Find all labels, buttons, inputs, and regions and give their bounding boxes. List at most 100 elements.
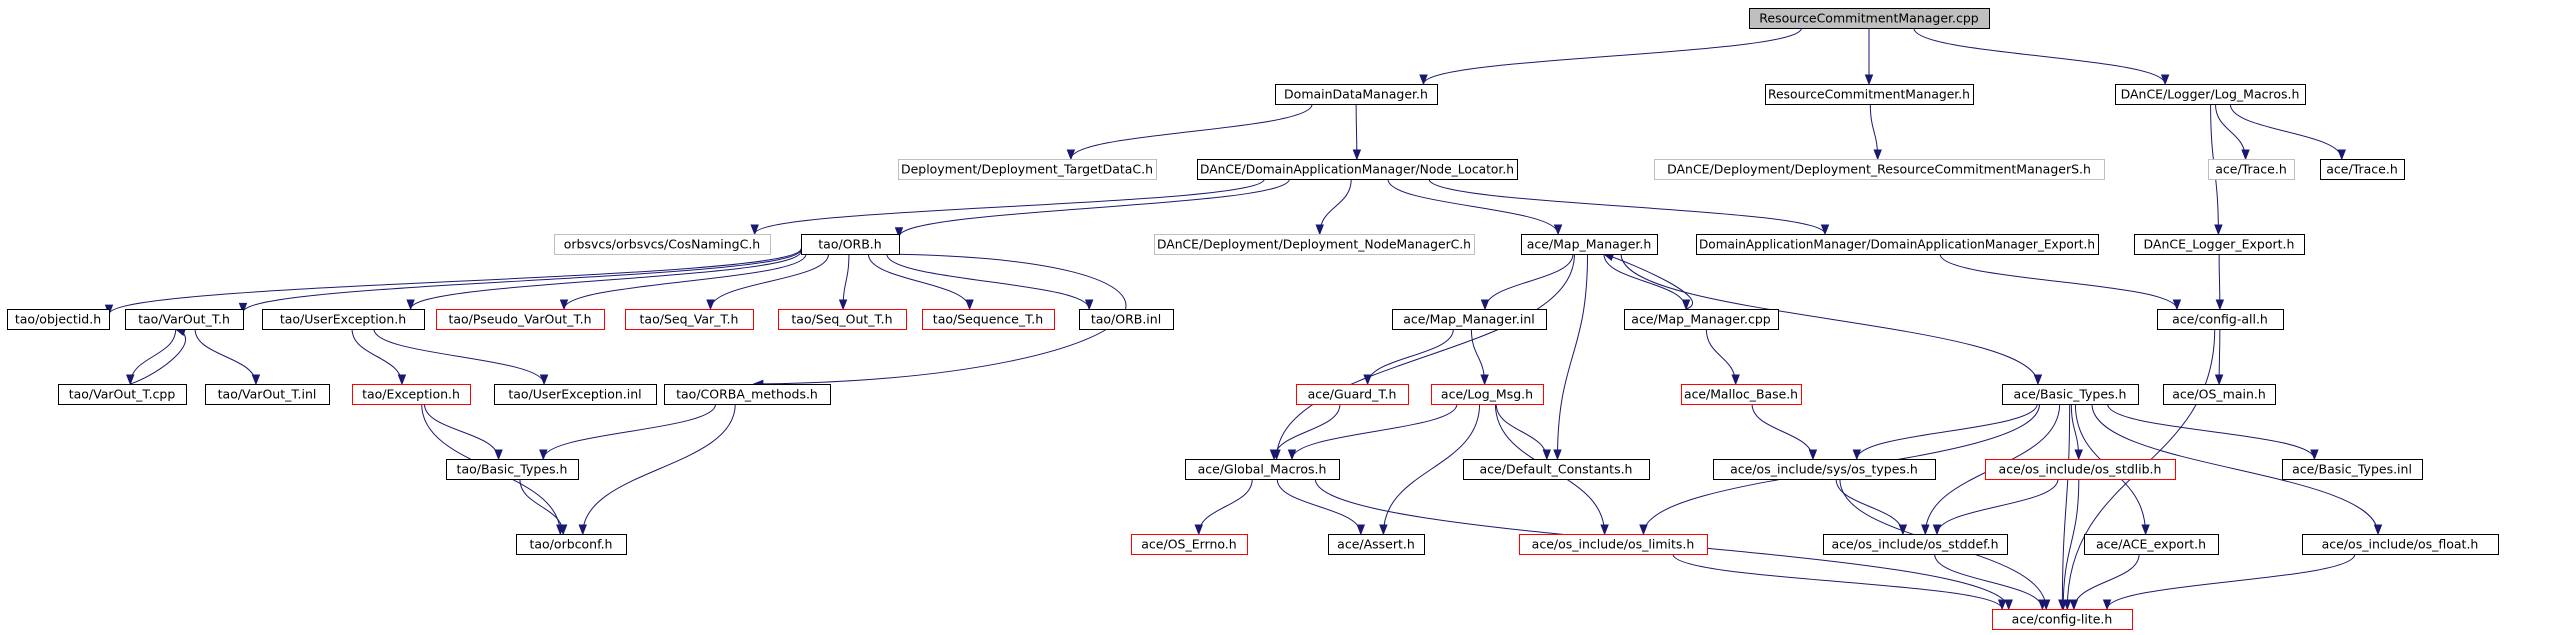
node-box[interactable] bbox=[2163, 384, 2276, 405]
node-sequence-t[interactable]: tao/Sequence_T.h bbox=[922, 309, 1055, 330]
node-box[interactable] bbox=[516, 534, 627, 555]
node-box[interactable] bbox=[1521, 234, 1658, 255]
node-guard-t[interactable]: ace/Guard_T.h bbox=[1296, 384, 1409, 405]
node-box[interactable] bbox=[446, 459, 579, 480]
node-tao-basic-types[interactable]: tao/Basic_Types.h bbox=[446, 459, 579, 480]
node-box[interactable] bbox=[2115, 84, 2306, 105]
node-box[interactable] bbox=[352, 384, 471, 405]
node-varout-cpp[interactable]: tao/VarOut_T.cpp bbox=[58, 384, 187, 405]
node-userexc-inl[interactable]: tao/UserException.inl bbox=[494, 384, 657, 405]
node-os-stddef[interactable]: ace/os_include/os_stddef.h bbox=[1823, 534, 2008, 555]
node-rcm-h[interactable]: ResourceCommitmentManager.h bbox=[1765, 84, 1974, 105]
node-ace-trace[interactable]: ace/Trace.h bbox=[2320, 159, 2405, 180]
node-assert-h[interactable]: ace/Assert.h bbox=[1328, 534, 1425, 555]
node-box[interactable] bbox=[1765, 84, 1974, 105]
node-node-locator[interactable]: DAnCE/DomainApplicationManager/Node_Loca… bbox=[1197, 159, 1518, 180]
node-box[interactable] bbox=[262, 309, 425, 330]
node-box[interactable] bbox=[1154, 234, 1475, 255]
node-box[interactable] bbox=[898, 159, 1157, 180]
node-default-constants[interactable]: ace/Default_Constants.h bbox=[1463, 459, 1650, 480]
node-os-errno[interactable]: ace/OS_Errno.h bbox=[1131, 534, 1248, 555]
node-box[interactable] bbox=[1431, 384, 1544, 405]
node-box[interactable] bbox=[2084, 534, 2219, 555]
node-varout-h[interactable]: tao/VarOut_T.h bbox=[125, 309, 244, 330]
node-varout-inl[interactable]: tao/VarOut_T.inl bbox=[205, 384, 330, 405]
node-os-limits[interactable]: ace/os_include/os_limits.h bbox=[1519, 534, 1708, 555]
node-objectid[interactable]: tao/objectid.h bbox=[7, 309, 110, 330]
node-ddm-h[interactable]: DomainDataManager.h bbox=[1275, 84, 1438, 105]
node-orbconf[interactable]: tao/orbconf.h bbox=[516, 534, 627, 555]
node-os-main[interactable]: ace/OS_main.h bbox=[2163, 384, 2276, 405]
node-box[interactable] bbox=[1328, 534, 1425, 555]
node-box[interactable] bbox=[58, 384, 187, 405]
node-rcm-cpp[interactable]: ResourceCommitmentManager.cpp bbox=[1749, 8, 1990, 29]
node-map-manager-h[interactable]: ace/Map_Manager.h bbox=[1521, 234, 1658, 255]
node-userexc-h[interactable]: tao/UserException.h bbox=[262, 309, 425, 330]
node-target-datac[interactable]: Deployment/Deployment_TargetDataC.h bbox=[898, 159, 1157, 180]
node-box[interactable] bbox=[664, 384, 831, 405]
node-box[interactable] bbox=[2208, 159, 2295, 180]
node-box[interactable] bbox=[494, 384, 657, 405]
node-map-manager-inl[interactable]: ace/Map_Manager.inl bbox=[1392, 309, 1547, 330]
node-box[interactable] bbox=[1197, 159, 1518, 180]
node-os-float[interactable]: ace/os_include/os_float.h bbox=[2302, 534, 2499, 555]
node-dam-export[interactable]: DomainApplicationManager/DomainApplicati… bbox=[1696, 234, 2099, 255]
node-box[interactable] bbox=[2002, 384, 2139, 405]
node-box[interactable] bbox=[2302, 534, 2499, 555]
node-log-macros[interactable]: DAnCE/Logger/Log_Macros.h bbox=[2115, 84, 2306, 105]
node-basic-types-ace[interactable]: ace/Basic_Types.h bbox=[2002, 384, 2139, 405]
node-box[interactable] bbox=[1713, 459, 1936, 480]
node-config-all[interactable]: ace/config-all.h bbox=[2157, 309, 2284, 330]
node-tao-orb[interactable]: tao/ORB.h bbox=[801, 234, 900, 255]
node-box[interactable] bbox=[1749, 8, 1990, 29]
node-box[interactable] bbox=[1681, 384, 1802, 405]
node-box[interactable] bbox=[1392, 309, 1547, 330]
node-box[interactable] bbox=[625, 309, 754, 330]
node-rcm-s[interactable]: DAnCE/Deployment/Deployment_ResourceComm… bbox=[1654, 159, 2105, 180]
node-orb-inl[interactable]: tao/ORB.inl bbox=[1079, 309, 1174, 330]
node-basic-types-inl[interactable]: ace/Basic_Types.inl bbox=[2282, 459, 2423, 480]
node-nodemanagerc[interactable]: DAnCE/Deployment/Deployment_NodeManagerC… bbox=[1154, 234, 1475, 255]
node-seq-var[interactable]: tao/Seq_Var_T.h bbox=[625, 309, 754, 330]
node-sys-types[interactable]: ace/os_include/sys/os_types.h bbox=[1713, 459, 1936, 480]
node-box[interactable] bbox=[778, 309, 907, 330]
node-ace-trace-gray[interactable]: ace/Trace.h bbox=[2208, 159, 2295, 180]
node-seq-out[interactable]: tao/Seq_Out_T.h bbox=[778, 309, 907, 330]
node-os-stdlib[interactable]: ace/os_include/os_stdlib.h bbox=[1985, 459, 2176, 480]
node-box[interactable] bbox=[1131, 534, 1248, 555]
node-cosnaming[interactable]: orbsvcs/orbsvcs/CosNamingC.h bbox=[554, 234, 771, 255]
node-box[interactable] bbox=[7, 309, 110, 330]
node-box[interactable] bbox=[205, 384, 330, 405]
node-box[interactable] bbox=[2282, 459, 2423, 480]
node-box[interactable] bbox=[1823, 534, 2008, 555]
node-box[interactable] bbox=[125, 309, 244, 330]
node-box[interactable] bbox=[1624, 309, 1779, 330]
node-pseudo-varout[interactable]: tao/Pseudo_VarOut_T.h bbox=[436, 309, 605, 330]
node-exception-h[interactable]: tao/Exception.h bbox=[352, 384, 471, 405]
node-logger-export[interactable]: DAnCE_Logger_Export.h bbox=[2134, 234, 2305, 255]
node-config-lite[interactable]: ace/config-lite.h bbox=[1992, 609, 2133, 630]
node-box[interactable] bbox=[1079, 309, 1174, 330]
node-box[interactable] bbox=[1985, 459, 2176, 480]
node-box[interactable] bbox=[1185, 459, 1340, 480]
node-box[interactable] bbox=[1696, 234, 2099, 255]
node-corba-methods[interactable]: tao/CORBA_methods.h bbox=[664, 384, 831, 405]
node-box[interactable] bbox=[1275, 84, 1438, 105]
node-box[interactable] bbox=[436, 309, 605, 330]
node-box[interactable] bbox=[2157, 309, 2284, 330]
node-box[interactable] bbox=[922, 309, 1055, 330]
node-box[interactable] bbox=[1463, 459, 1650, 480]
node-box[interactable] bbox=[1654, 159, 2105, 180]
node-box[interactable] bbox=[554, 234, 771, 255]
node-box[interactable] bbox=[801, 234, 900, 255]
node-box[interactable] bbox=[1519, 534, 1708, 555]
node-ace-export[interactable]: ace/ACE_export.h bbox=[2084, 534, 2219, 555]
node-global-macros[interactable]: ace/Global_Macros.h bbox=[1185, 459, 1340, 480]
node-malloc-base[interactable]: ace/Malloc_Base.h bbox=[1681, 384, 1802, 405]
node-box[interactable] bbox=[2320, 159, 2405, 180]
node-box[interactable] bbox=[1296, 384, 1409, 405]
node-map-manager-cpp[interactable]: ace/Map_Manager.cpp bbox=[1624, 309, 1779, 330]
node-log-msg[interactable]: ace/Log_Msg.h bbox=[1431, 384, 1544, 405]
node-box[interactable] bbox=[1992, 609, 2133, 630]
node-box[interactable] bbox=[2134, 234, 2305, 255]
